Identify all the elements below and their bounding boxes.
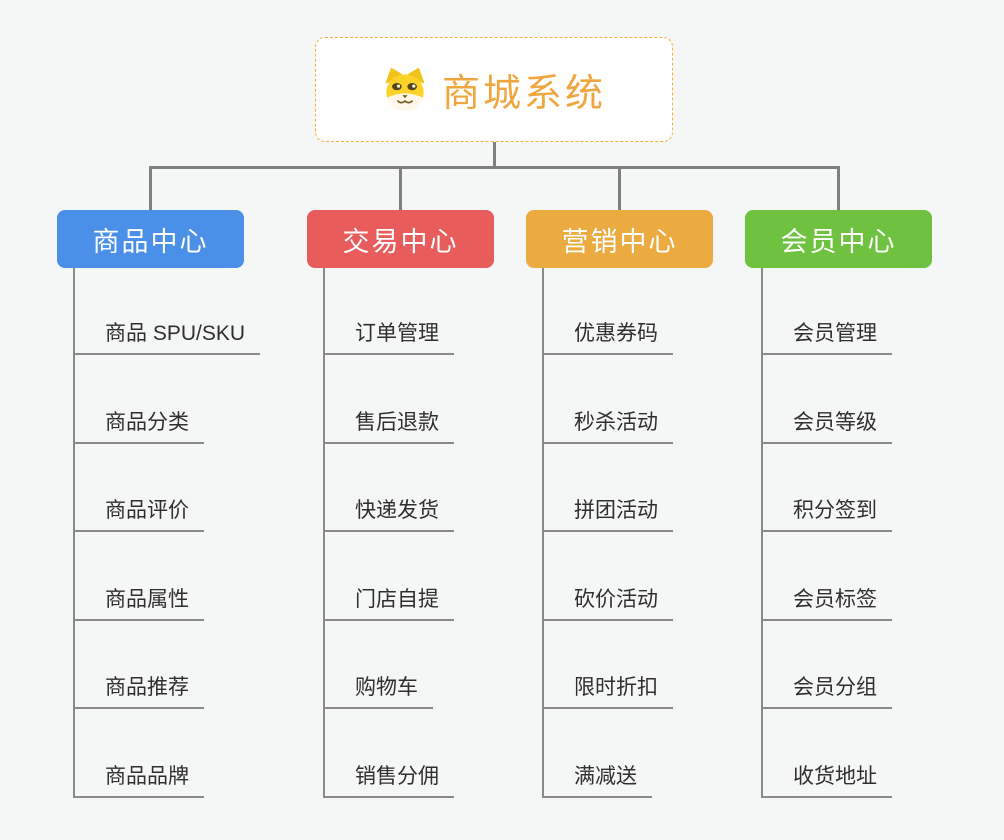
connector-drop-branch-3 bbox=[618, 166, 621, 211]
mindmap-node-product-recommend[interactable]: 商品推荐 bbox=[73, 669, 204, 709]
mindmap-node-member-management[interactable]: 会员管理 bbox=[761, 315, 892, 355]
mindmap-node-shopping-cart[interactable]: 购物车 bbox=[323, 669, 433, 709]
mindmap-node-express-delivery[interactable]: 快递发货 bbox=[323, 492, 454, 532]
connector-spine-branch-4 bbox=[761, 268, 763, 798]
root-node-label: 商城系统 bbox=[441, 73, 606, 115]
mindmap-node-aftersale-refund[interactable]: 售后退款 bbox=[323, 404, 454, 444]
connector-drop-branch-4 bbox=[837, 166, 840, 211]
mindmap-node-bargain-activity[interactable]: 砍价活动 bbox=[542, 581, 673, 621]
mindmap-node-member-level[interactable]: 会员等级 bbox=[761, 404, 892, 444]
mindmap-node-full-reduction[interactable]: 满减送 bbox=[542, 758, 652, 798]
mindmap-node-coupon-code[interactable]: 优惠券码 bbox=[542, 315, 673, 355]
mindmap-root-node[interactable]: 商城系统 bbox=[315, 37, 673, 142]
mindmap-node-flash-sale[interactable]: 秒杀活动 bbox=[542, 404, 673, 444]
mindmap-node-product-review[interactable]: 商品评价 bbox=[73, 492, 204, 532]
mindmap-node-shipping-address[interactable]: 收货地址 bbox=[761, 758, 892, 798]
mindmap-node-points-checkin[interactable]: 积分签到 bbox=[761, 492, 892, 532]
connector-spine-branch-1 bbox=[73, 268, 75, 798]
connector-bus bbox=[149, 166, 840, 169]
mindmap-node-sales-commission[interactable]: 销售分佣 bbox=[323, 758, 454, 798]
mindmap-node-product-brand[interactable]: 商品品牌 bbox=[73, 758, 204, 798]
mindmap-node-member-tag[interactable]: 会员标签 bbox=[761, 581, 892, 621]
connector-drop-branch-2 bbox=[399, 166, 402, 211]
mindmap-branch-trade-center[interactable]: 交易中心 bbox=[307, 210, 494, 268]
mindmap-node-product-category[interactable]: 商品分类 bbox=[73, 404, 204, 444]
mindmap-branch-product-center[interactable]: 商品中心 bbox=[57, 210, 244, 268]
mindmap-node-order-management[interactable]: 订单管理 bbox=[323, 315, 454, 355]
mindmap-node-spu-sku[interactable]: 商品 SPU/SKU bbox=[73, 315, 261, 355]
connector-spine-branch-2 bbox=[323, 268, 325, 798]
connector-spine-branch-3 bbox=[542, 268, 544, 798]
mindmap-node-member-group[interactable]: 会员分组 bbox=[761, 669, 892, 709]
mindmap-node-store-pickup[interactable]: 门店自提 bbox=[323, 581, 454, 621]
connector-drop-branch-1 bbox=[149, 166, 152, 211]
mindmap-node-group-buy[interactable]: 拼团活动 bbox=[542, 492, 673, 532]
dog-face-icon bbox=[382, 67, 428, 112]
mindmap-branch-marketing-center[interactable]: 营销中心 bbox=[526, 210, 713, 268]
mindmap-node-product-attribute[interactable]: 商品属性 bbox=[73, 581, 204, 621]
mindmap-node-limited-discount[interactable]: 限时折扣 bbox=[542, 669, 673, 709]
connector-root-stem bbox=[493, 142, 496, 167]
mindmap-branch-member-center[interactable]: 会员中心 bbox=[745, 210, 932, 268]
